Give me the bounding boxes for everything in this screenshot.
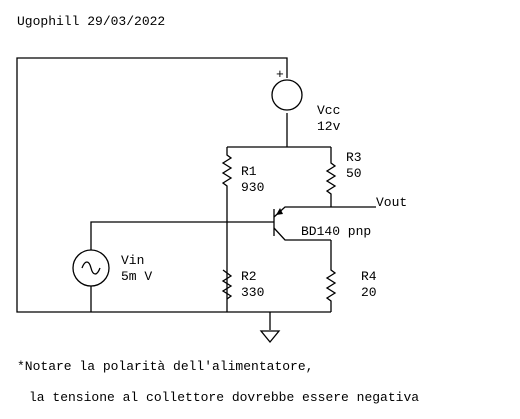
vcc-source: + Vcc 12v xyxy=(271,67,341,134)
note-line-1: *Notare la polarità dell'alimentatore, xyxy=(17,359,313,374)
note-line-2: la tensione al collettore dovrebbe esser… xyxy=(29,390,419,405)
vcc-polarity: + xyxy=(276,67,284,82)
resistor-r2: R2 330 xyxy=(221,269,264,300)
author-date: Ugophill 29/03/2022 xyxy=(17,14,165,29)
resistor-r1: R1 930 xyxy=(221,147,264,312)
r1-name: R1 xyxy=(241,164,257,179)
wire-outer-loop xyxy=(16,57,331,313)
vin-source: Vin 5m V xyxy=(72,249,152,287)
wire-vin-top xyxy=(90,221,227,250)
vin-name: Vin xyxy=(121,253,144,268)
transistor-label: BD140 pnp xyxy=(301,224,371,239)
r3-value: 50 xyxy=(346,166,362,181)
resistor-r3: R3 50 xyxy=(325,147,362,207)
vcc-name: Vcc xyxy=(317,103,340,118)
vout-label: Vout xyxy=(376,195,407,210)
r2-value: 330 xyxy=(241,285,264,300)
vcc-value: 12v xyxy=(317,119,341,134)
transistor-bd140: BD140 pnp xyxy=(227,206,371,241)
r2-name: R2 xyxy=(241,269,257,284)
ground-icon xyxy=(259,312,281,344)
sine-wave-icon xyxy=(81,261,101,275)
r1-value: 930 xyxy=(241,180,264,195)
r4-name: R4 xyxy=(361,269,377,284)
r4-value: 20 xyxy=(361,285,377,300)
vin-value: 5m V xyxy=(121,269,152,284)
resistor-r4: R4 20 xyxy=(325,240,377,312)
r3-name: R3 xyxy=(346,150,362,165)
